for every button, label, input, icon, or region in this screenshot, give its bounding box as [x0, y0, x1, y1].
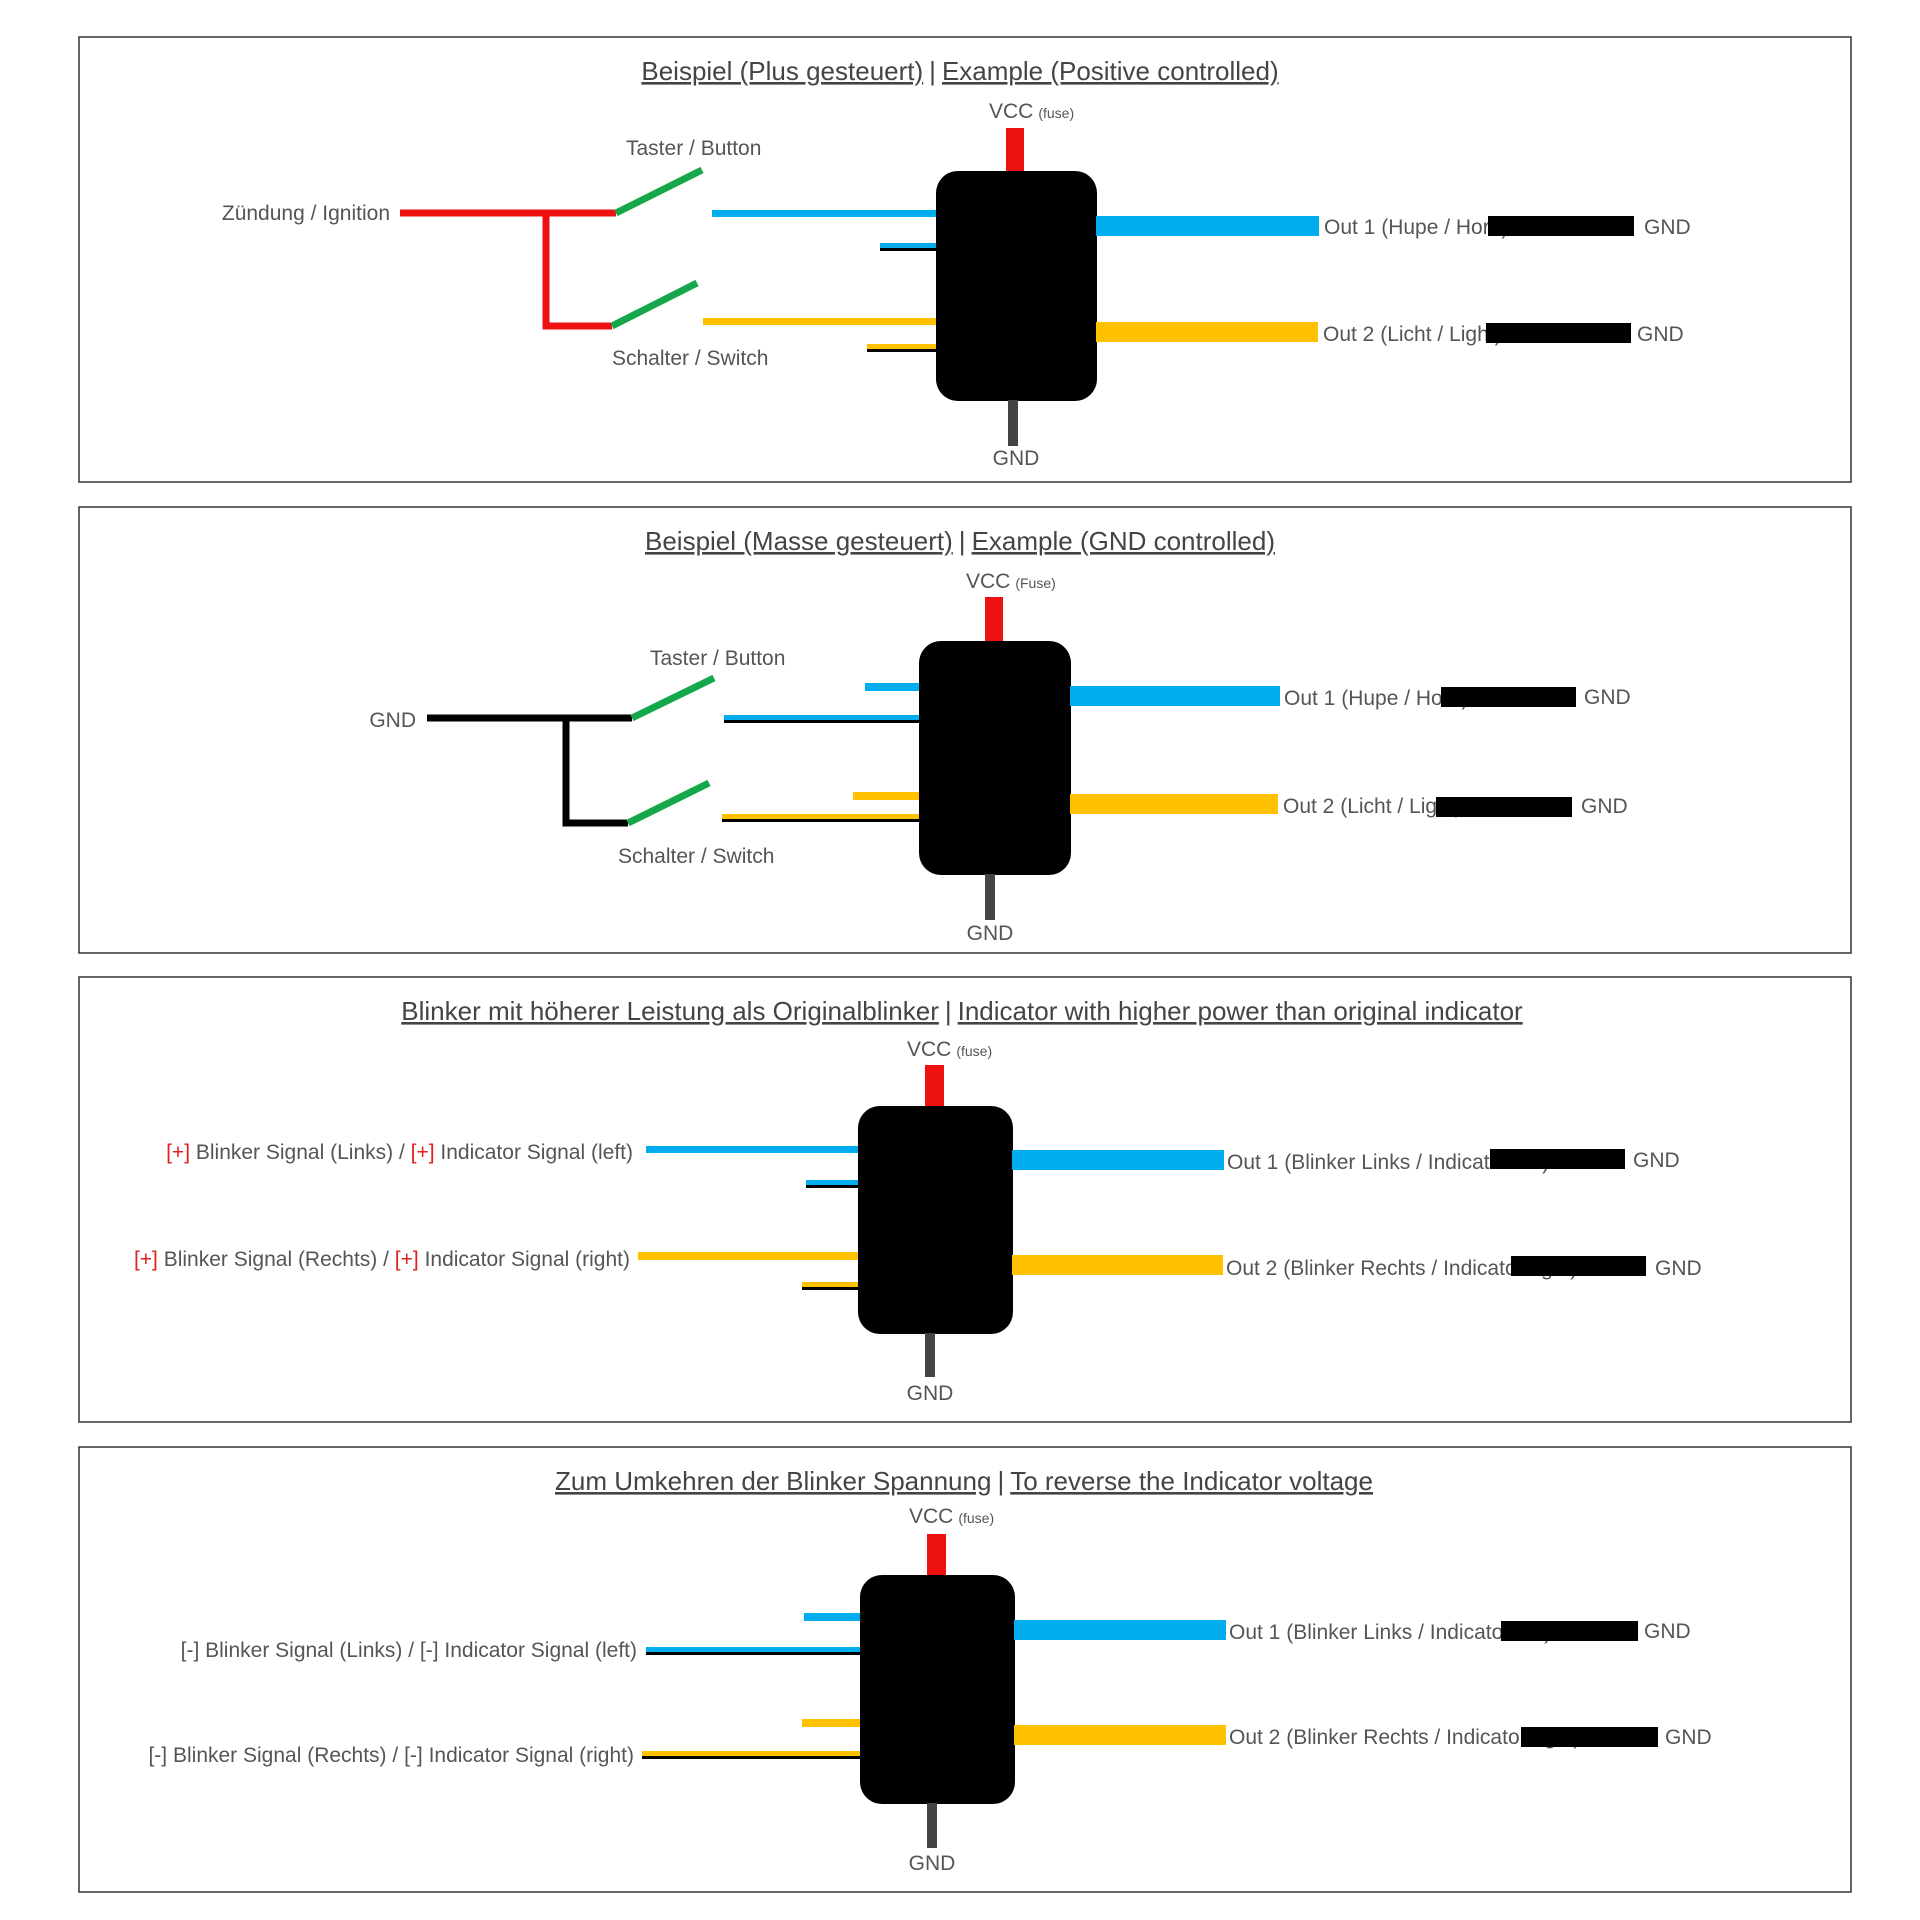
input1-wire: [646, 1146, 859, 1153]
relay-module: [936, 171, 1097, 401]
out1-label: Out 1 (Blinker Links / Indicator left): [1229, 1621, 1551, 1644]
out2-load: [1436, 797, 1572, 817]
panel-title: Beispiel (Masse gesteuert)|Example (GND …: [645, 526, 1275, 556]
vcc-wire: [927, 1534, 946, 1576]
input2-ref-wire: [802, 1282, 859, 1289]
source-label: GND: [369, 709, 416, 732]
input2-wire: [638, 1252, 859, 1260]
panel-gnd-controlled: Beispiel (Masse gesteuert)|Example (GND …: [78, 506, 1852, 954]
out1-wire: [1070, 686, 1280, 706]
out1-load: [1488, 216, 1634, 236]
gnd-source-wires: [427, 714, 632, 827]
out2-label: Out 2 (Licht / Light): [1323, 323, 1502, 346]
source-label: Zündung / Ignition: [222, 202, 390, 225]
panel-frame: [78, 36, 1852, 483]
out1-label: Out 1 (Hupe / Horn): [1324, 216, 1508, 239]
out2-gnd-label: GND: [1581, 795, 1628, 818]
input2-wire: [642, 1751, 861, 1758]
panel-reverse-indicator-voltage: Zum Umkehren der Blinker Spannung|To rev…: [78, 1446, 1852, 1893]
out2-wire: [1096, 322, 1318, 342]
out1-wire: [1096, 216, 1319, 236]
relay-module: [858, 1106, 1013, 1334]
panel-title: Blinker mit höherer Leistung als Origina…: [401, 996, 1523, 1026]
panel-frame: [78, 506, 1852, 954]
input2-ref-wire: [802, 1719, 861, 1727]
out2-gnd-label: GND: [1655, 1257, 1702, 1280]
input2-label: [+] Blinker Signal (Rechts) / [+] Indica…: [134, 1248, 630, 1271]
panel-indicator-higher-power: Blinker mit höherer Leistung als Origina…: [78, 976, 1852, 1423]
button-contact: [630, 674, 716, 722]
out1-gnd-label: GND: [1584, 686, 1631, 709]
input2-label: [-] Blinker Signal (Rechts) / [-] Indica…: [148, 1744, 634, 1767]
gnd-wire: [1008, 400, 1018, 446]
gnd-label: GND: [993, 447, 1040, 470]
out2-gnd-label: GND: [1637, 323, 1684, 346]
gnd-wire: [927, 1803, 937, 1848]
out2-wire: [1012, 1255, 1223, 1275]
input1-wire: [712, 210, 937, 217]
input1-ref-wire: [880, 243, 937, 250]
input2-wire: [722, 814, 920, 821]
out2-load: [1511, 1256, 1646, 1276]
out1-label: Out 1 (Hupe / Horn): [1284, 687, 1468, 710]
gnd-wire: [925, 1333, 935, 1377]
out1-wire: [1012, 1150, 1224, 1170]
gnd-label: GND: [909, 1852, 956, 1875]
vcc-label: VCC(fuse): [989, 100, 1074, 123]
gnd-label: GND: [907, 1382, 954, 1405]
out1-gnd-label: GND: [1644, 1620, 1691, 1643]
out1-wire: [1014, 1620, 1226, 1640]
input2-wire: [703, 318, 937, 325]
out1-gnd-label: GND: [1644, 216, 1691, 239]
input1-label: [+] Blinker Signal (Links) / [+] Indicat…: [166, 1141, 633, 1164]
out2-gnd-label: GND: [1665, 1726, 1712, 1749]
switch-label: Schalter / Switch: [612, 347, 768, 370]
panel-positive-controlled: Beispiel (Plus gesteuert)|Example (Posit…: [78, 36, 1852, 483]
out2-label: Out 2 (Blinker Rechts / Indicator right): [1229, 1726, 1580, 1749]
switch-contact: [610, 279, 699, 330]
out2-label: Out 2 (Blinker Rechts / Indicator right): [1226, 1257, 1577, 1280]
input1-ref-wire: [865, 683, 920, 691]
vcc-wire: [985, 597, 1003, 642]
vcc-wire: [925, 1065, 944, 1108]
ignition-wires: [400, 209, 616, 330]
input1-wire: [724, 715, 920, 722]
out1-load: [1490, 1149, 1625, 1169]
input2-ref-wire: [867, 344, 937, 351]
out1-gnd-label: GND: [1633, 1149, 1680, 1172]
input2-ref-wire: [853, 792, 920, 800]
vcc-label: VCC(Fuse): [966, 570, 1056, 593]
out1-label: Out 1 (Blinker Links / Indicator left): [1227, 1151, 1549, 1174]
out2-wire: [1070, 794, 1278, 814]
gnd-label: GND: [967, 922, 1014, 945]
switches: [626, 674, 716, 827]
out1-load: [1501, 1621, 1638, 1641]
input1-label: [-] Blinker Signal (Links) / [-] Indicat…: [181, 1639, 637, 1662]
panel-frame: [78, 1446, 1852, 1893]
out2-load: [1486, 323, 1631, 343]
out2-load: [1521, 1727, 1658, 1747]
panel-title: Beispiel (Plus gesteuert)|Example (Posit…: [641, 56, 1278, 86]
relay-module: [860, 1575, 1015, 1804]
out1-load: [1441, 687, 1576, 707]
input1-ref-wire: [806, 1180, 859, 1187]
relay-module: [919, 641, 1071, 875]
vcc-label: VCC(fuse): [909, 1505, 994, 1528]
out2-wire: [1014, 1725, 1226, 1745]
vcc-label: VCC(fuse): [907, 1038, 992, 1061]
out2-label: Out 2 (Licht / Light): [1283, 795, 1462, 818]
input1-wire: [646, 1647, 861, 1654]
button-contact: [614, 166, 704, 217]
gnd-wire: [985, 874, 995, 920]
panel-frame: [78, 976, 1852, 1423]
switch-label: Schalter / Switch: [618, 845, 774, 868]
vcc-wire: [1006, 128, 1024, 173]
panel-title: Zum Umkehren der Blinker Spannung|To rev…: [555, 1466, 1373, 1496]
switch-contact: [626, 779, 711, 827]
switches: [610, 166, 704, 330]
button-label: Taster / Button: [650, 647, 785, 670]
button-label: Taster / Button: [626, 137, 761, 160]
input1-ref-wire: [804, 1613, 861, 1621]
